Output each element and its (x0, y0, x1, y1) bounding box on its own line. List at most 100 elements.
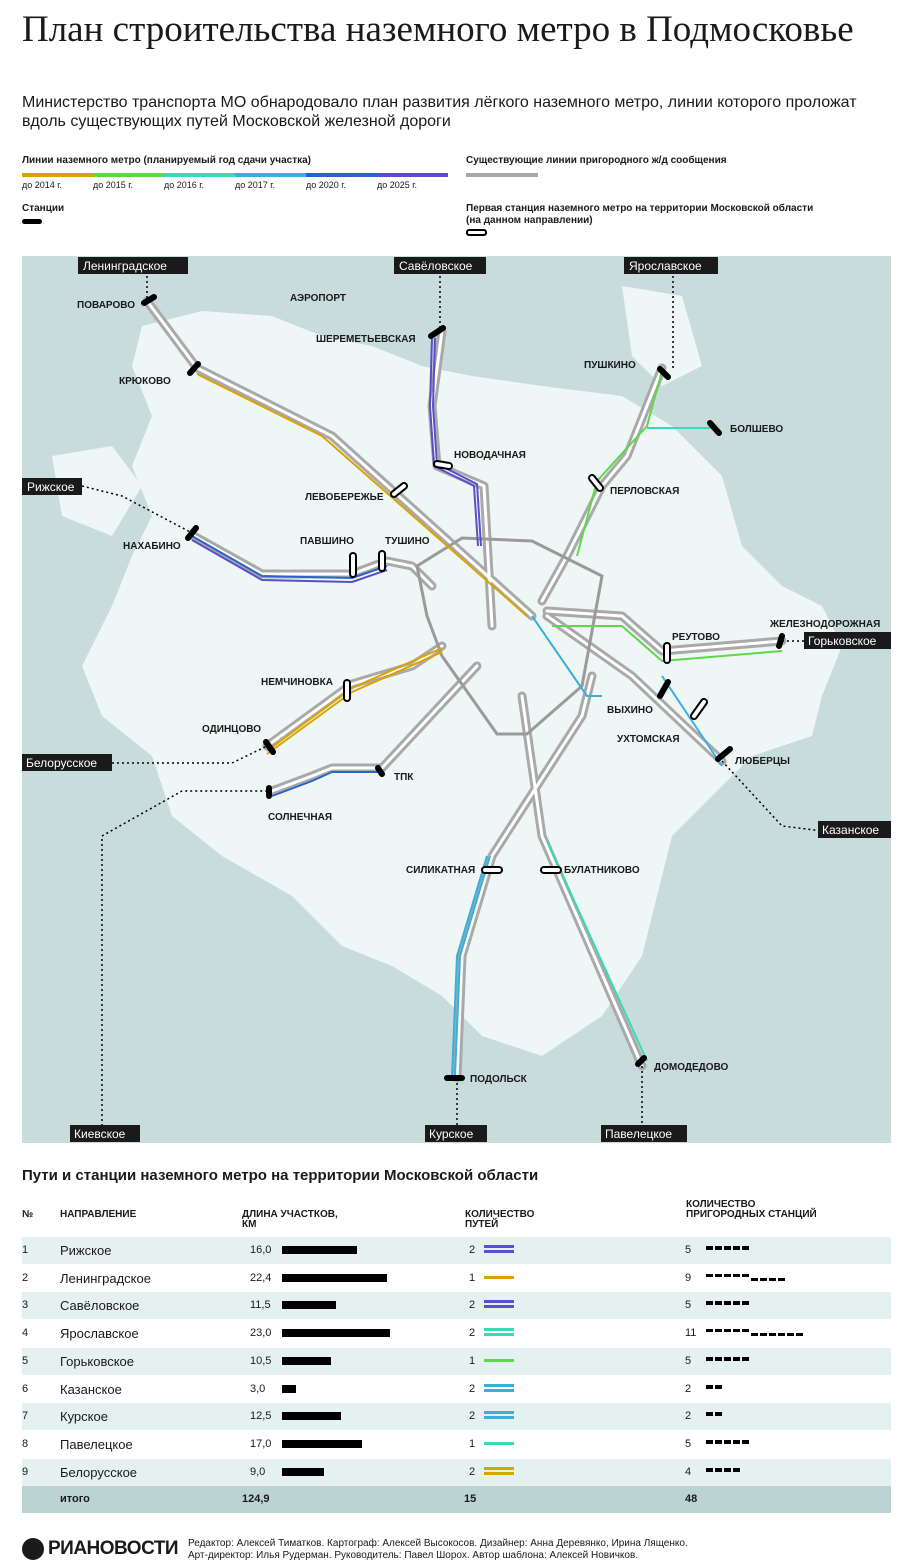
station-mark (742, 1246, 749, 1250)
station-label: ДОМОДЕДОВО (654, 1062, 729, 1073)
station-mark (751, 1277, 758, 1281)
credits-line: Редактор: Алексей Тиматков. Картограф: А… (188, 1538, 688, 1549)
length-bar (282, 1467, 325, 1476)
ria-logo-icon (22, 1538, 44, 1560)
station-label: БУЛАТНИКОВО (564, 865, 640, 876)
tracks-icon (484, 1411, 514, 1421)
legend-year-label: до 2015 г. (93, 180, 133, 190)
direction-label: Ленинградское (83, 259, 167, 273)
tracks-icon (484, 1245, 514, 1255)
station-mark (733, 1246, 740, 1250)
legend-station-icon (22, 219, 42, 224)
station-mark (733, 1329, 740, 1333)
th-stations-2: ПРИГОРОДНЫХ СТАНЦИЙ (686, 1209, 817, 1220)
legend-swatch-2025 (377, 173, 448, 177)
direction-label: Рижское (27, 480, 75, 494)
station-mark (706, 1301, 713, 1306)
station-mark (742, 1356, 749, 1361)
length-bar (282, 1356, 332, 1365)
row-stations: 11 (685, 1327, 697, 1340)
station-mark (715, 1329, 722, 1333)
legend-rail-swatch (466, 173, 538, 177)
track-line (484, 1328, 514, 1332)
row-tracks: 2 (469, 1244, 476, 1256)
station-label: РЕУТОВО (672, 632, 720, 643)
direction-box (22, 478, 82, 495)
station-label: КРЮКОВО (119, 376, 171, 387)
station-mark (715, 1246, 722, 1250)
track-line (484, 1388, 514, 1392)
tracks-icon (484, 1439, 514, 1449)
station-label: АЭРОПОРТ (290, 293, 346, 304)
legend-first-station-caption: Первая станция наземного метро на террит… (466, 203, 814, 214)
length-bar (282, 1412, 341, 1421)
station-mark (715, 1412, 722, 1417)
row-length: 17,0 (250, 1437, 272, 1450)
track-line (484, 1466, 514, 1470)
map-land-w (52, 446, 142, 536)
legend-year-label: до 2025 г. (377, 180, 417, 190)
tracks-icon (484, 1273, 514, 1283)
total-stations: 48 (685, 1493, 698, 1505)
station-mark (724, 1467, 731, 1472)
stations-icon (706, 1356, 751, 1365)
station-mark (733, 1273, 740, 1277)
legend-swatch-2015 (93, 173, 164, 177)
row-stations: 5 (685, 1299, 692, 1312)
station-label: ПОВАРОВО (77, 300, 135, 311)
tracks-icon (484, 1328, 514, 1338)
length-bar (282, 1273, 388, 1282)
stations-icon (706, 1329, 805, 1337)
station-mark (742, 1439, 749, 1444)
station-label: ПАВШИНО (300, 536, 354, 547)
track-line (484, 1333, 514, 1337)
station-mark (706, 1467, 713, 1472)
station-mark (787, 1333, 794, 1337)
row-stations: 2 (685, 1382, 692, 1395)
station-domodedovo (635, 1055, 647, 1067)
row-tracks: 1 (469, 1437, 476, 1450)
direction-box (804, 632, 891, 649)
th-length: ДЛИНА УЧАСТКОВ, (242, 1209, 338, 1220)
table-title: Пути и станции наземного метро на террит… (22, 1167, 539, 1184)
line-belorusskoe-2 (266, 651, 443, 755)
direction-box (22, 754, 112, 771)
line-kurskoe (451, 855, 488, 1077)
direction-label: Курское (429, 1127, 474, 1141)
track-line (484, 1411, 514, 1415)
row-tracks: 2 (469, 1327, 476, 1340)
stations-icon (706, 1384, 724, 1393)
row-num: 3 (22, 1299, 29, 1312)
station-mark (733, 1356, 740, 1361)
station-mark (706, 1439, 713, 1444)
station-mark (751, 1333, 758, 1337)
row-tracks: 2 (469, 1465, 476, 1478)
station-mark (715, 1356, 722, 1361)
station-label: ОДИНЦОВО (202, 724, 261, 735)
total-label: итого (60, 1493, 90, 1505)
station-odintsovo (263, 739, 276, 755)
row-length: 23,0 (250, 1327, 272, 1340)
page-title: План строительства наземного метро в Под… (22, 9, 854, 50)
direction-label: Ярославское (629, 259, 702, 273)
station-mark (742, 1329, 749, 1333)
leader-lines (81, 276, 823, 1126)
row-length: 3,0 (250, 1382, 266, 1395)
station-mark (706, 1273, 713, 1277)
row-num: 9 (22, 1465, 29, 1478)
row-num: 5 (22, 1354, 29, 1367)
row-length: 12,5 (250, 1410, 272, 1423)
metro-map: Ленинградское Савёловское Ярославское Ри… (22, 256, 891, 1143)
line-paveletskoe (546, 840, 648, 1062)
station-mark (706, 1329, 713, 1333)
stations-icon (706, 1439, 751, 1448)
length-bar (282, 1329, 391, 1338)
total-length: 124,9 (242, 1493, 270, 1505)
station-label: ПОДОЛЬСК (470, 1074, 528, 1085)
station-label: НАХАБИНО (123, 541, 181, 552)
